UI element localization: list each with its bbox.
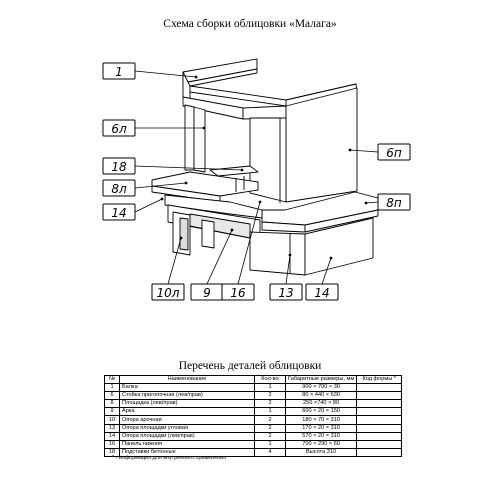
cell-name: Балка [119, 383, 255, 393]
callout-label-14-left: 14 [111, 206, 126, 220]
header-name: Наименование [119, 374, 255, 385]
cell-quantity: 4 [254, 447, 286, 457]
table-header-row: № Наименование Кол-во Габаритные размеры… [104, 374, 403, 385]
cell-number: 1 [104, 383, 120, 393]
left-jamb-part [184, 104, 206, 173]
cell-name: Опора арочная [119, 415, 255, 425]
cell-number: 6 [104, 391, 120, 401]
callout-label-8p: 8п [386, 196, 402, 210]
callout-label-10l: 10л [157, 286, 180, 300]
cell-number: 8 [104, 399, 120, 409]
cell-name: Площадка (лев/прав) [119, 399, 255, 409]
cell-name: Опора площадки угловая [119, 423, 255, 433]
diagram-title: Схема сборки облицовки «Малага» [163, 18, 337, 30]
callout-label-1: 1 [115, 65, 123, 79]
callout-label-13: 13 [278, 286, 293, 300]
footnote: * - информация для внутреннего применени… [112, 455, 227, 461]
cell-dimensions: 600 × 20 × 150 [284, 407, 358, 417]
cell-quantity: 1 [254, 383, 286, 393]
callout-label-9: 9 [203, 286, 211, 300]
cell-dimensions: 250 ×740 × 80 [284, 399, 358, 409]
cell-name: Арка [119, 407, 255, 417]
cell-dimensions: 700 × 290 × 60 [284, 439, 358, 449]
header-form-code: Код формы * [356, 374, 403, 385]
platform-support-part [249, 217, 374, 276]
parts-table: № Наименование Кол-во Габаритные размеры… [104, 374, 403, 457]
callout-label-8l: 8л [111, 182, 127, 196]
header-quantity: Кол-во [254, 374, 286, 385]
cell-number: 10 [104, 415, 120, 425]
cell-number: 9 [104, 407, 120, 417]
cell-quantity: 1 [254, 439, 286, 449]
cell-form-code [356, 407, 403, 417]
cell-dimensions: 900 × 700 × 30 [284, 383, 358, 393]
leader-dots [160, 75, 368, 260]
cell-number: 14 [104, 431, 120, 441]
parts-list-title: Перечень деталей облицовки [178, 360, 322, 372]
leader-lines [134, 70, 379, 285]
cell-dimensions: 170 × 20 × 310 [284, 423, 358, 433]
cell-form-code [356, 391, 403, 401]
cell-form-code [356, 383, 403, 393]
callout-label-6l: 6л [111, 122, 127, 136]
left-platform-part [151, 165, 259, 203]
cell-form-code [356, 431, 403, 441]
callout-label-18: 18 [111, 160, 127, 174]
cell-dimensions: 570 × 20 × 310 [284, 431, 358, 441]
callout-label-6p: 6п [386, 146, 402, 160]
cell-name: Опора площадки (лев/прав) [119, 431, 255, 441]
assembly-diagram: 1 6л 18 8л 14 6п 8п 10л 9 16 13 14 [102, 58, 411, 301]
cell-quantity: 2 [254, 399, 286, 409]
cell-name: Стойка пригопочная (лев/прав) [119, 391, 255, 401]
header-dimensions: Габаритные размеры, мм [284, 374, 358, 385]
cell-form-code [356, 415, 403, 425]
arch-support-part [172, 211, 215, 256]
callout-label-16: 16 [230, 286, 246, 300]
callout-label-14-bottom: 14 [314, 286, 329, 300]
cell-form-code [356, 447, 403, 457]
cell-number: 13 [104, 423, 120, 433]
cell-dimensions: 180 × 70 × 310 [284, 415, 358, 425]
cell-form-code [356, 399, 403, 409]
right-platform-part [261, 191, 379, 233]
cell-quantity: 2 [254, 391, 286, 401]
cell-number: 16 [104, 439, 120, 449]
cell-quantity: 2 [254, 423, 286, 433]
cell-form-code [356, 423, 403, 433]
cell-dimensions: 80 × 440 × 630 [284, 391, 358, 401]
cell-name: Панель нижняя [119, 439, 255, 449]
cell-quantity: 2 [254, 431, 286, 441]
header-number: № [104, 374, 120, 385]
cell-form-code [356, 439, 403, 449]
cell-quantity: 2 [254, 415, 286, 425]
callout-shapes [102, 62, 411, 301]
cell-dimensions: Высота 310 [284, 447, 358, 457]
cell-quantity: 1 [254, 407, 286, 417]
right-jamb-part [249, 87, 358, 203]
